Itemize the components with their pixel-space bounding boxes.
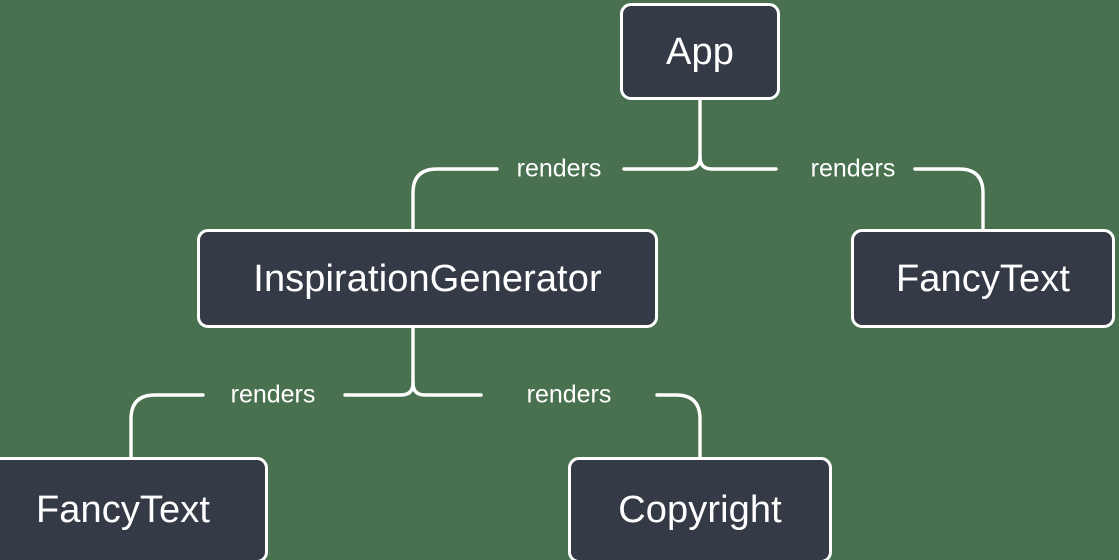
node-copyright[interactable]: Copyright — [568, 457, 832, 560]
node-app[interactable]: App — [620, 3, 780, 100]
edge-inspgen-to-fancytext-bus — [129, 393, 205, 459]
edge-inspgen-junction-left — [343, 381, 415, 397]
edge-label-app-to-inspiration-generator: renders — [516, 154, 602, 183]
node-fancy-text-right[interactable]: FancyText — [851, 229, 1115, 328]
node-fancy-text-right-label: FancyText — [895, 257, 1071, 300]
node-inspiration-generator[interactable]: InspirationGenerator — [197, 229, 658, 328]
edge-app-junction-right — [698, 155, 778, 171]
node-copyright-label: Copyright — [618, 489, 782, 531]
edge-inspgen-junction-right — [411, 381, 483, 397]
edge-app-junction-left — [622, 155, 702, 171]
node-fancy-text-left-label: FancyText — [35, 489, 211, 531]
node-inspiration-generator-label: InspirationGenerator — [253, 257, 602, 300]
node-app-label: App — [666, 30, 734, 73]
edge-label-app-to-fancy-text-right: renders — [810, 154, 896, 183]
edge-app-to-inspgen-bus — [411, 167, 499, 231]
node-fancy-text-left[interactable]: FancyText — [0, 457, 268, 560]
edge-app-to-fancytext-bus — [913, 167, 985, 231]
edge-label-inspiration-generator-to-fancy-text-left: renders — [230, 380, 316, 409]
edge-label-inspiration-generator-to-copyright: renders — [526, 380, 612, 409]
edge-inspgen-to-copyright-bus — [655, 393, 702, 459]
